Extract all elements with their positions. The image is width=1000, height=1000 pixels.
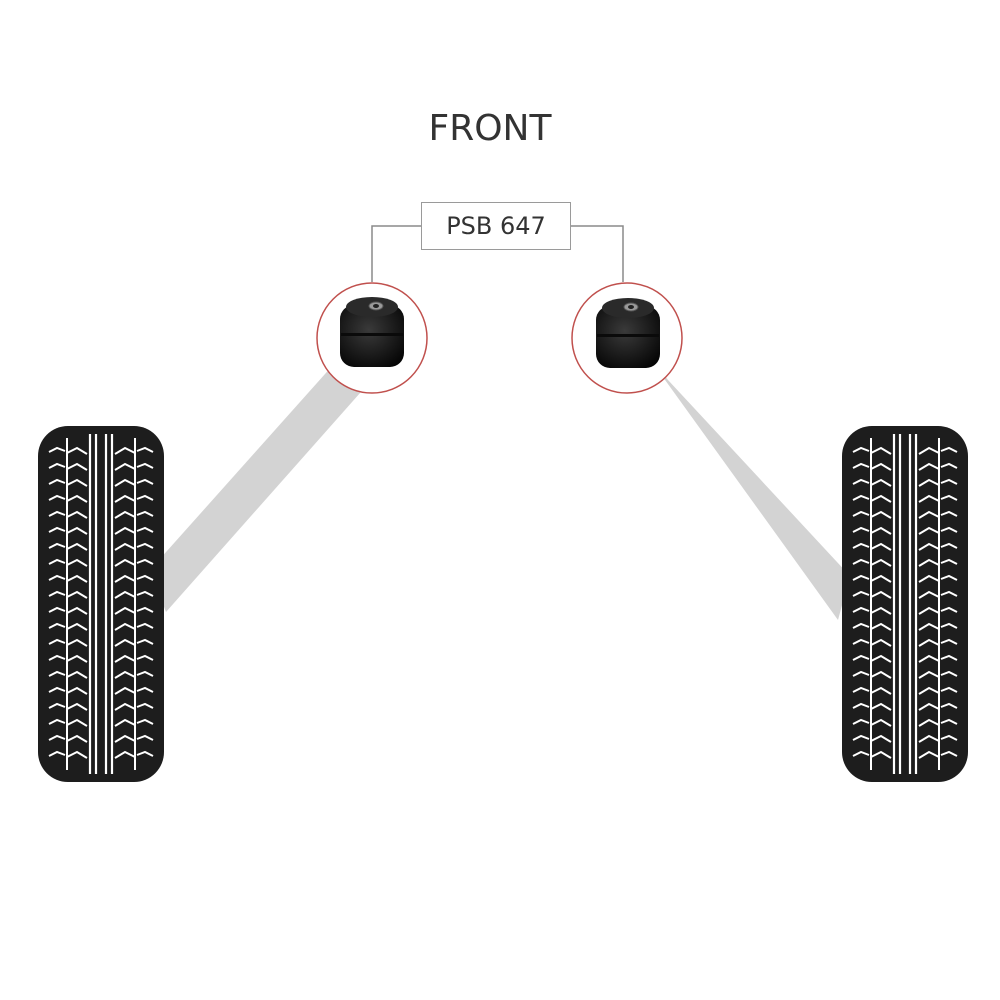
leader-line-left	[371, 225, 421, 282]
control-arm-left	[150, 346, 368, 612]
bush-icon	[340, 297, 404, 367]
tire-icon	[38, 426, 164, 782]
control-arm-right	[642, 348, 850, 620]
part-number-label: PSB 647	[421, 202, 571, 250]
leader-lines	[371, 225, 624, 282]
callout-left	[316, 282, 428, 394]
front-label: FRONT	[428, 108, 552, 149]
tire-icon	[842, 426, 968, 782]
callout-right	[571, 282, 683, 394]
leader-line-right	[571, 225, 624, 282]
bush-icon	[596, 298, 660, 368]
